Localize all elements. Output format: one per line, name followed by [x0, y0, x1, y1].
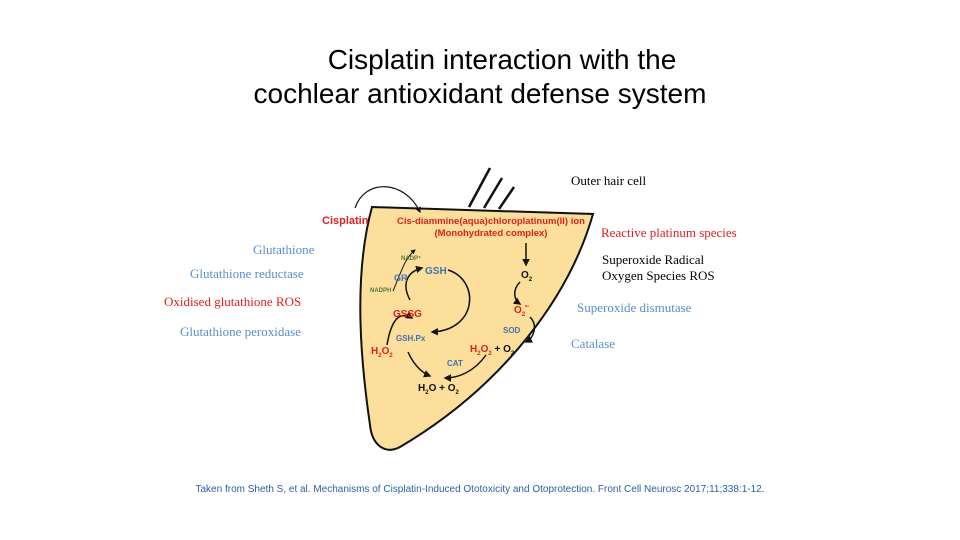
label-catalase: Catalase [571, 336, 616, 351]
label-outer-hair-cell: Outer hair cell [571, 173, 647, 188]
stereocilium-2 [482, 177, 504, 209]
label-superoxide-dismutase: Superoxide dismutase [577, 300, 692, 315]
label-glutathione: Glutathione [253, 242, 315, 257]
cisplatin-entry-arrow [354, 186, 421, 214]
h2o2-to-gssg-arrow [386, 311, 414, 346]
title-line-2: cochlear antioxidant defense system [253, 78, 707, 109]
cisplatin-label: Cisplatin [322, 215, 369, 227]
label-oxygen-species: Oxygen Species ROS [602, 268, 715, 283]
superoxide-label: O2•- [514, 304, 529, 318]
nadph-label: NADPH [370, 288, 391, 294]
complex-line-2: (Monohydrated complex) [435, 228, 548, 239]
h2o2-right-to-water-arrow [443, 354, 487, 382]
outer-hair-cell-body [359, 205, 595, 451]
stereocilium-1 [467, 167, 492, 208]
water-oxygen-label: H2O + O2 [418, 383, 460, 396]
nadph-arrow [392, 249, 416, 292]
h2o2-left-to-water-arrow [407, 351, 432, 378]
sod-label: SOD [503, 326, 521, 335]
superoxide-to-h2o2-arrow [524, 316, 536, 343]
h2o2-left-label: H2O2 [371, 346, 393, 359]
stereocilium-3 [497, 186, 516, 210]
gssg-label: GSSG [393, 309, 422, 320]
cat-label: CAT [447, 359, 463, 368]
gsh-label: GSH [425, 266, 447, 277]
o2-to-superoxide-arrow [512, 281, 522, 305]
gr-enzyme-label: GR [394, 273, 408, 283]
complex-line-1: Cis-diammine(aqua)chloroplatinum(II) ion [397, 216, 585, 227]
gsh-to-gssg-arrow [430, 269, 471, 336]
nadp-plus-label: NADP⁺ [401, 255, 421, 262]
gssg-to-gsh-arrow [405, 265, 424, 301]
label-glutathione-reductase: Glutathione reductase [190, 266, 304, 281]
label-superoxide-radical: Superoxide Radical [602, 252, 705, 267]
h2o2-right-label: H2O2 + O2 [470, 344, 515, 357]
label-glutathione-peroxidase: Glutathione peroxidase [180, 324, 301, 339]
label-reactive-platinum: Reactive platinum species [601, 225, 737, 240]
o2-label: O2 [521, 270, 533, 283]
citation: Taken from Sheth S, et al. Mechanisms of… [195, 484, 765, 495]
gsh-px-label: GSH.Px [396, 334, 426, 343]
label-oxidised-glutathione: Oxidised glutathione ROS [164, 294, 302, 309]
title-line-1: Cisplatin interaction with the [327, 44, 677, 75]
